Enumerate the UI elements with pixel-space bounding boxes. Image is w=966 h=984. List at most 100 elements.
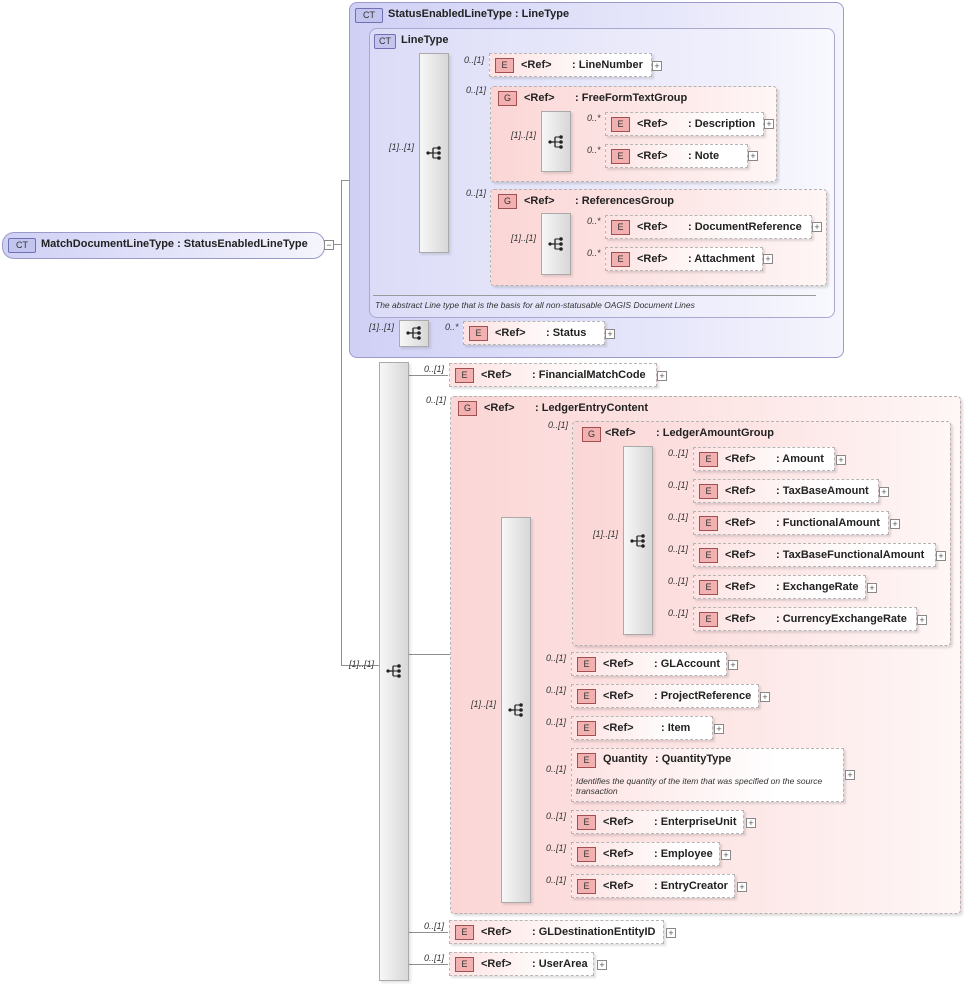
sequence-compositor[interactable] <box>623 446 653 635</box>
element-user-area[interactable]: E <Ref> : UserArea <box>449 952 594 976</box>
sequence-icon <box>426 146 441 160</box>
expand-icon[interactable]: + <box>728 660 738 670</box>
element-enterprise-unit[interactable]: E <Ref> : EnterpriseUnit <box>571 810 744 834</box>
element-document-reference[interactable]: E <Ref> : DocumentReference <box>605 215 812 239</box>
expand-icon[interactable]: + <box>936 551 946 561</box>
element-icon: E <box>699 516 718 531</box>
root-collapse-icon[interactable]: − <box>324 240 334 250</box>
expand-icon[interactable]: + <box>867 583 877 593</box>
cardinality: 0..[1] <box>464 55 485 65</box>
cardinality: 0..[1] <box>426 395 447 405</box>
element-line-number[interactable]: E <Ref> : LineNumber <box>489 53 652 77</box>
element-exchange-rate[interactable]: E <Ref> : ExchangeRate <box>693 575 866 599</box>
element-item[interactable]: E <Ref> : Item <box>571 716 713 740</box>
element-entry-creator[interactable]: E <Ref> : EntryCreator <box>571 874 735 898</box>
cardinality: 0..[1] <box>668 608 689 618</box>
cardinality: 0..[1] <box>668 544 689 554</box>
element-functional-amount[interactable]: E <Ref> : FunctionalAmount <box>693 511 889 535</box>
group-icon: G <box>498 194 517 209</box>
cardinality: 0..* <box>445 322 459 332</box>
group-icon: G <box>498 91 517 106</box>
expand-icon[interactable]: + <box>737 882 747 892</box>
quantity-documentation: Identifies the quantity of the item that… <box>576 776 823 796</box>
element-note[interactable]: E <Ref> : Note <box>605 144 748 168</box>
element-icon: E <box>455 925 474 940</box>
expand-icon[interactable]: + <box>597 960 607 970</box>
cardinality: [1]..[1] <box>349 659 375 669</box>
cardinality: [1]..[1] <box>511 233 537 243</box>
complex-type-icon: CT <box>374 34 396 49</box>
expand-icon[interactable]: + <box>879 487 889 497</box>
element-status[interactable]: E <Ref> : Status <box>463 321 605 345</box>
cardinality: 0..[1] <box>546 875 567 885</box>
element-icon: E <box>455 368 474 383</box>
expand-icon[interactable]: + <box>845 770 855 780</box>
cardinality: 0..[1] <box>424 953 445 963</box>
element-icon: E <box>495 58 514 73</box>
element-amount[interactable]: E <Ref> : Amount <box>693 447 835 471</box>
expand-icon[interactable]: + <box>890 519 900 529</box>
cardinality: 0..[1] <box>668 512 689 522</box>
expand-icon[interactable]: + <box>666 928 676 938</box>
element-attachment[interactable]: E <Ref> : Attachment <box>605 247 763 271</box>
element-gl-destination-entity-id[interactable]: E <Ref> : GLDestinationEntityID <box>449 920 664 944</box>
expand-icon[interactable]: + <box>748 151 758 161</box>
sequence-icon <box>386 664 401 678</box>
element-project-reference[interactable]: E <Ref> : ProjectReference <box>571 684 759 708</box>
element-employee[interactable]: E <Ref> : Employee <box>571 842 720 866</box>
element-icon: E <box>699 452 718 467</box>
cardinality: 0..* <box>587 216 601 226</box>
line-type-title: LineType <box>401 34 449 46</box>
element-icon: E <box>577 721 596 736</box>
element-financial-match-code[interactable]: E <Ref> : FinancialMatchCode <box>449 363 657 387</box>
sequence-compositor[interactable] <box>379 362 409 981</box>
complex-type-icon: CT <box>355 8 383 23</box>
expand-icon[interactable]: + <box>746 818 756 828</box>
element-tax-base-functional-amount[interactable]: E <Ref> : TaxBaseFunctionalAmount <box>693 543 936 567</box>
expand-icon[interactable]: + <box>721 850 731 860</box>
cardinality: [1]..[1] <box>471 699 497 709</box>
status-enabled-title: StatusEnabledLineType : LineType <box>388 8 570 20</box>
sequence-compositor[interactable] <box>399 320 429 347</box>
element-gl-account[interactable]: E <Ref> : GLAccount <box>571 652 727 676</box>
element-icon: E <box>577 689 596 704</box>
cardinality: 0..* <box>587 113 601 123</box>
cardinality: 0..[1] <box>546 653 567 663</box>
root-complex-type[interactable]: CT MatchDocumentLineType : StatusEnabled… <box>2 232 325 259</box>
expand-icon[interactable]: + <box>917 615 927 625</box>
element-currency-exchange-rate[interactable]: E <Ref> : CurrencyExchangeRate <box>693 607 917 631</box>
cardinality: [1]..[1] <box>369 322 395 332</box>
cardinality: [1]..[1] <box>389 142 415 152</box>
expand-icon[interactable]: + <box>812 222 822 232</box>
expand-icon[interactable]: + <box>714 724 724 734</box>
element-description[interactable]: E <Ref> : Description <box>605 112 764 136</box>
sequence-compositor[interactable] <box>541 111 571 172</box>
element-icon: E <box>611 149 630 164</box>
cardinality: 0..[1] <box>668 576 689 586</box>
sequence-compositor[interactable] <box>541 213 571 275</box>
element-icon: E <box>577 847 596 862</box>
expand-icon[interactable]: + <box>763 254 773 264</box>
expand-icon[interactable]: + <box>760 692 770 702</box>
element-tax-base-amount[interactable]: E <Ref> : TaxBaseAmount <box>693 479 879 503</box>
line-type-documentation: The abstract Line type that is the basis… <box>375 300 695 310</box>
expand-icon[interactable]: + <box>605 329 615 339</box>
cardinality: 0..[1] <box>546 811 567 821</box>
sequence-compositor[interactable] <box>419 53 449 253</box>
group-icon: G <box>582 427 601 442</box>
cardinality: 0..[1] <box>546 843 567 853</box>
element-quantity[interactable]: E Quantity : QuantityType Identifies the… <box>571 748 844 802</box>
expand-icon[interactable]: + <box>657 371 667 381</box>
divider <box>373 295 816 296</box>
group-icon: G <box>458 401 477 416</box>
element-icon: E <box>577 753 596 768</box>
sequence-icon <box>508 703 523 717</box>
expand-icon[interactable]: + <box>652 61 662 71</box>
element-icon: E <box>469 326 488 341</box>
element-icon: E <box>577 815 596 830</box>
sequence-icon <box>406 326 421 340</box>
sequence-compositor[interactable] <box>501 517 531 903</box>
sequence-icon <box>548 135 563 149</box>
expand-icon[interactable]: + <box>764 119 774 129</box>
expand-icon[interactable]: + <box>836 455 846 465</box>
